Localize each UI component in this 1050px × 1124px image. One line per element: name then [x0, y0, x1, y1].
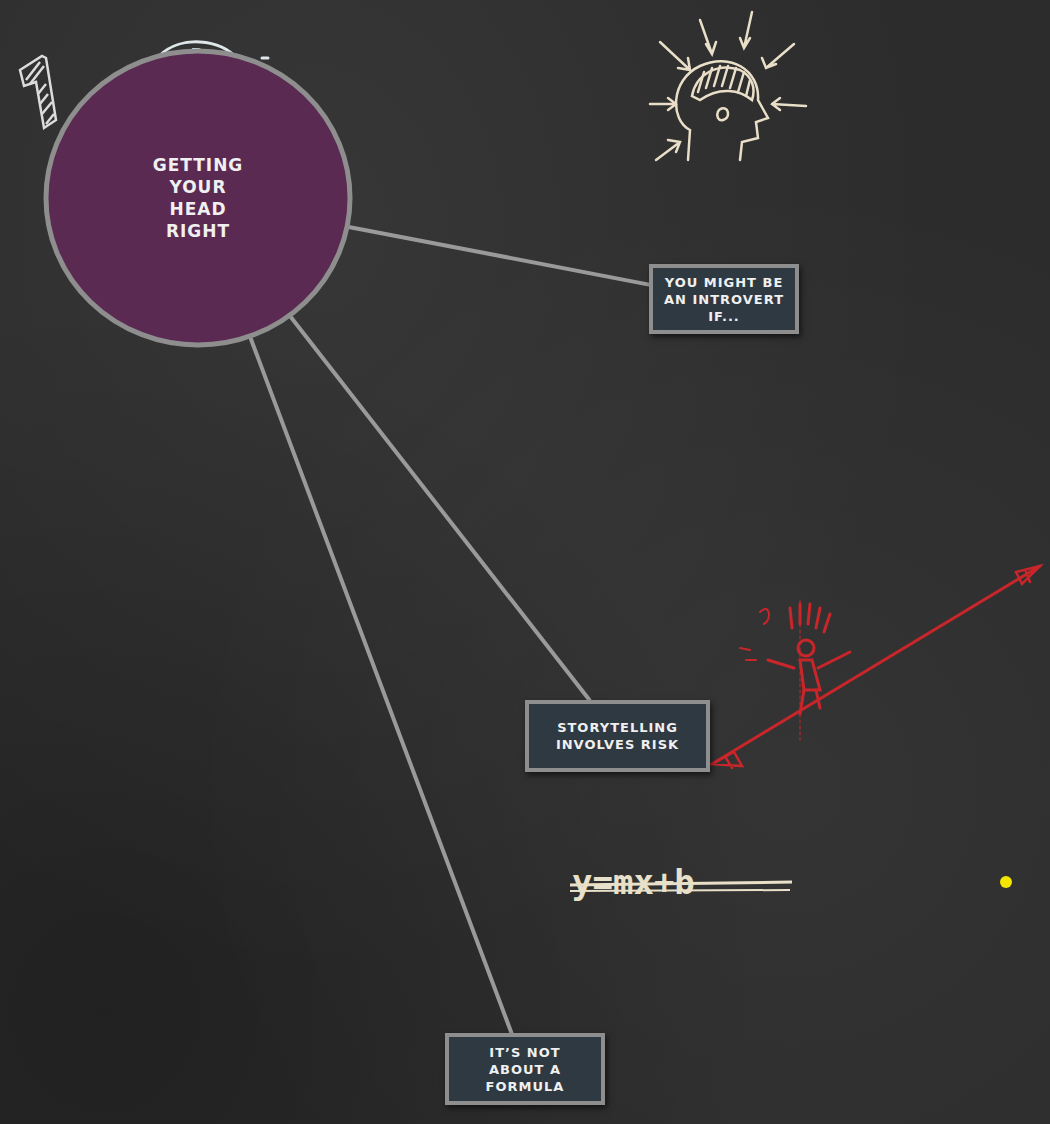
subtopic-box: YOU MIGHT BE AN INTROVERT IF... — [649, 264, 799, 334]
formula-text: y=mx+b — [572, 862, 695, 902]
node-text: STORYTELLING INVOLVES RISK — [539, 719, 696, 753]
subtopic-box: STORYTELLING INVOLVES RISK — [525, 700, 710, 772]
introvert-head — [650, 12, 806, 160]
node-text: GETTING YOUR HEAD RIGHT — [143, 154, 253, 242]
connector-line — [291, 318, 589, 700]
connector-line — [350, 227, 649, 284]
topic-circle: GETTING YOUR HEAD RIGHT — [43, 48, 353, 348]
circle-outline — [43, 48, 353, 348]
node-text: IT’S NOT ABOUT A FORMULA — [459, 1044, 591, 1095]
node-text: YOU MIGHT BE AN INTROVERT IF... — [663, 274, 785, 325]
tightrope-walker — [712, 566, 1040, 768]
sketch-label: 1 — [28, 62, 60, 116]
yellow-dot — [1000, 876, 1012, 888]
subtopic-box: IT’S NOT ABOUT A FORMULA — [445, 1033, 605, 1105]
connector-line — [251, 339, 512, 1033]
